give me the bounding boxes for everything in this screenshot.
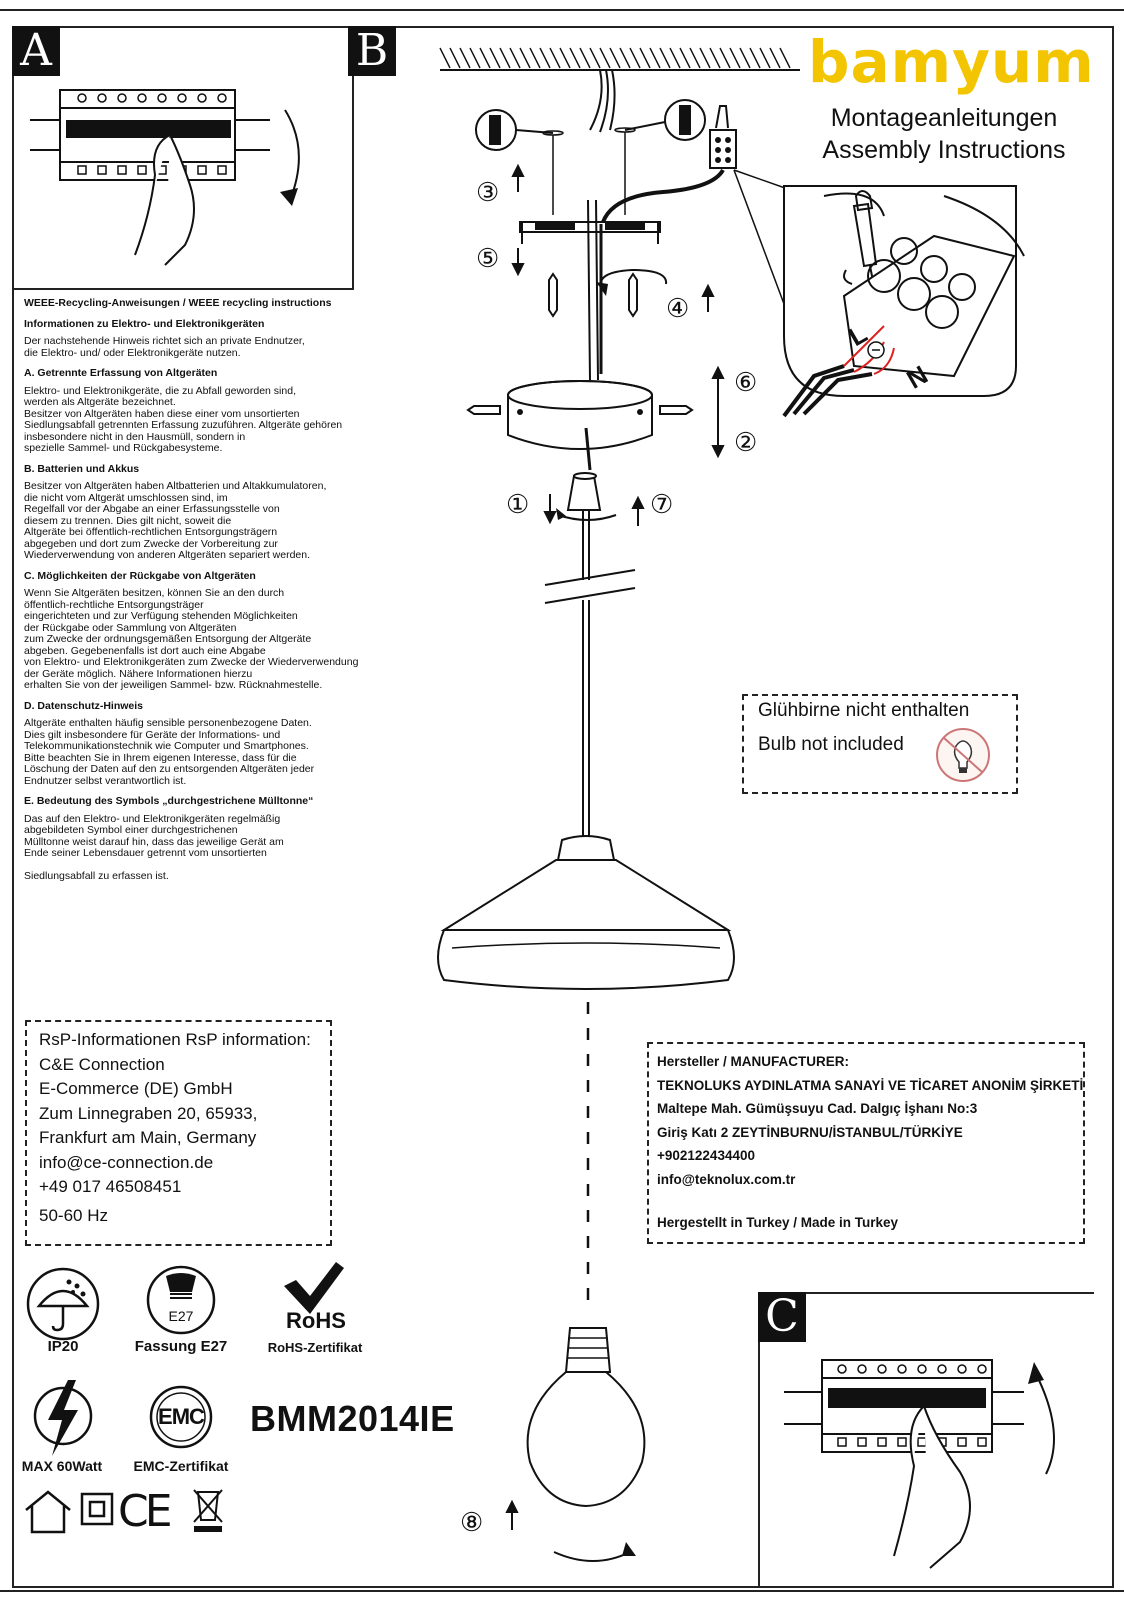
manufacturer-phone: +902122434400 (657, 1148, 755, 1163)
model-number: BMM2014IE (250, 1398, 455, 1439)
rsp-line: C&E Connection (39, 1054, 165, 1074)
manufacturer-line: Giriş Katı 2 ZEYTİNBURNU/İSTANBUL/TÜRKİY… (657, 1124, 963, 1140)
panel-c-frame (758, 1292, 1094, 1588)
socket-label: Fassung E27 (134, 1338, 228, 1355)
emc-label: EMC-Zertifikat (133, 1458, 229, 1474)
rsp-title: RsP-Informationen RsP information: (39, 1030, 311, 1049)
weee-text-b: Besitzer von Altgeräten haben Altbatteri… (24, 480, 327, 561)
rohs-check-icon (284, 1262, 344, 1314)
panel-a-tag: A (12, 26, 60, 76)
weee-heading-b: B. Batterien und Akkus (24, 462, 140, 475)
rsp-frequency: 50-60 Hz (39, 1205, 108, 1225)
manufacturer-box: Hersteller / MANUFACTURER: TEKNOLUKS AYD… (647, 1042, 1085, 1244)
weee-text-a: Elektro- und Elektronikgeräte, die zu Ab… (24, 384, 343, 454)
umbrella-rain-icon (26, 1267, 100, 1341)
breaker-switch-off-illustration (30, 89, 300, 266)
top-rule (0, 9, 1124, 11)
rsp-line: Frankfurt am Main, Germany (39, 1128, 257, 1147)
step-5-number: ⑤ (476, 244, 500, 274)
step-4-number: ④ (666, 294, 690, 324)
breaker-switch-on-illustration (784, 1359, 1055, 1569)
rsp-phone: +49 017 46508451 (39, 1177, 182, 1196)
weee-heading-d: D. Datenschutz-Hinweis (24, 699, 144, 712)
manufacturer-email: info@teknolux.com.tr (657, 1171, 796, 1187)
bulb-notice-en: Bulb not included (758, 734, 904, 755)
rsp-line: Zum Linnegraben 20, 65933, (39, 1103, 258, 1123)
weee-heading-c: C. Möglichkeiten der Rückgabe von Altger… (24, 569, 256, 582)
step-2-number: ② (734, 428, 758, 458)
step-8-number: ⑧ (460, 1508, 484, 1538)
manufacturer-title: Hersteller / MANUFACTURER: (657, 1054, 850, 1069)
ip-rating-label: IP20 (47, 1338, 79, 1355)
ce-mark: CE (118, 1486, 172, 1537)
rsp-email: info@ce-connection.de (39, 1152, 214, 1172)
max-watt-label: MAX 60Watt (21, 1458, 103, 1474)
weee-text-d: Altgeräte enthalten häufig sensible pers… (24, 717, 315, 787)
emc-inner-label: EMC (158, 1404, 205, 1429)
bulb-notice-box (742, 694, 1018, 794)
no-bulb-icon (936, 728, 990, 782)
manufacturer-line: TEKNOLUKS AYDINLATMA SANAYİ VE TİCARET A… (657, 1077, 1084, 1093)
lightning-icon (33, 1380, 93, 1456)
crossed-bin-icon (193, 1489, 223, 1532)
rohs-inner-label: RoHS (286, 1308, 346, 1333)
house-icon (25, 1490, 71, 1534)
rsp-line: E-Commerce (DE) GmbH (39, 1079, 233, 1098)
step-1-number: ① (506, 490, 530, 520)
step-6-number: ⑥ (734, 368, 758, 398)
bottom-rule (0, 1590, 1124, 1592)
made-in-label: Hergestellt in Turkey / Made in Turkey (657, 1215, 899, 1230)
weee-heading-e: E. Bedeutung des Symbols „durchgestriche… (24, 795, 314, 807)
main-frame (12, 26, 1114, 1588)
brand-logo: bamyum (808, 28, 1095, 96)
e27-socket-icon (146, 1265, 216, 1335)
e27-inner-label: E27 (168, 1308, 194, 1324)
weee-text-e: Das auf den Elektro- und Elektronikgerät… (24, 812, 284, 882)
brand-subtitle-en: Assembly Instructions (822, 136, 1066, 164)
bulb-notice-de: Glühbirne nicht enthalten (758, 700, 970, 721)
emc-icon (149, 1385, 213, 1449)
brand-subtitle-de: Montageanleitungen (830, 104, 1058, 132)
rsp-info-box: RsP-Informationen RsP information: C&E C… (25, 1020, 332, 1246)
step-7-number: ⑦ (650, 490, 674, 520)
double-insulation-icon (80, 1492, 114, 1526)
rohs-label: RoHS-Zertifikat (267, 1340, 363, 1355)
terminal-wiring-zoom (782, 185, 1025, 418)
weee-intro: Der nachstehende Hinweis richtet sich an… (24, 335, 305, 359)
weee-subtitle: Informationen zu Elektro- und Elektronik… (24, 317, 265, 330)
step-3-number: ③ (476, 178, 500, 208)
panel-a-frame (12, 26, 354, 290)
panel-c-tag: C (758, 1292, 806, 1342)
weee-text-c: Wenn Sie Altgeräten besitzen, können Sie… (24, 587, 359, 691)
panel-b-tag: B (348, 26, 396, 76)
weee-section: WEEE-Recycling-Anweisungen / WEEE recycl… (24, 297, 444, 883)
weee-title: WEEE-Recycling-Anweisungen / WEEE recycl… (24, 297, 332, 309)
manufacturer-line: Maltepe Mah. Gümüşsuyu Cad. Dalgıç İşhan… (657, 1101, 978, 1116)
weee-heading-a: A. Getrennte Erfassung von Altgeräten (24, 367, 218, 379)
